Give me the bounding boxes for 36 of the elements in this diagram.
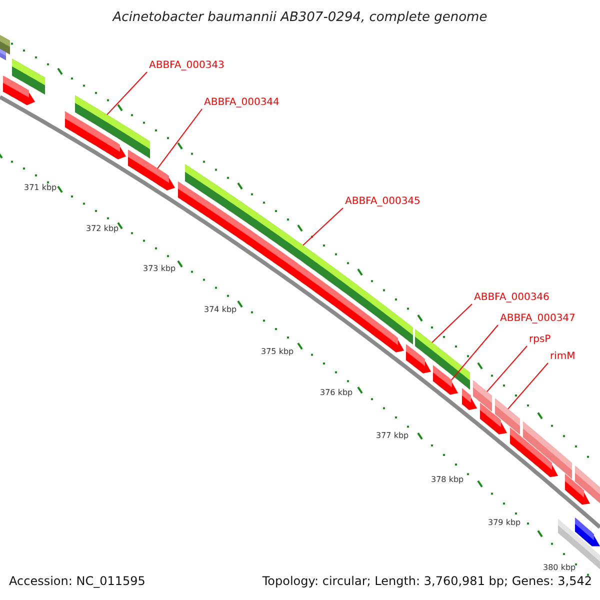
position-label: 371 kbp	[24, 183, 57, 193]
gene-feature	[433, 365, 458, 395]
position-label: 373 kbp	[143, 264, 176, 274]
leader-line	[106, 72, 148, 116]
gene-feature	[75, 95, 150, 159]
position-label: 376 kbp	[320, 388, 353, 398]
leader-line	[302, 208, 344, 246]
position-label: 372 kbp	[86, 224, 119, 234]
gene-label: ABBFA_000346	[474, 292, 550, 304]
gene-label: ABBFA_000347	[500, 313, 576, 325]
position-label: 380 kbp	[543, 563, 576, 573]
leader-line	[157, 108, 202, 169]
gene-label: rimM	[550, 351, 576, 363]
position-label: 375 kbp	[261, 347, 294, 357]
gene-label: rpsP	[529, 334, 551, 346]
gene-feature	[128, 150, 175, 190]
leader-line	[451, 324, 498, 380]
position-label: 377 kbp	[376, 431, 409, 441]
position-label: 378 kbp	[431, 475, 464, 485]
gene-feature	[575, 518, 600, 546]
leader-line	[508, 362, 548, 410]
leader-line	[432, 304, 472, 343]
chart-title: Acinetobacter baumannii AB307-0294, complete genome	[111, 10, 488, 25]
gene-feature	[575, 466, 600, 504]
footer-text: Accession: NC_011595	[9, 574, 146, 588]
gene-label: ABBFA_000343	[149, 60, 224, 72]
position-label: 374 kbp	[204, 305, 237, 315]
leader-line	[486, 346, 528, 392]
gene-label: ABBFA_000344	[204, 97, 280, 109]
position-label: 379 kbp	[488, 518, 521, 528]
gene-feature	[12, 58, 45, 95]
gene-label: ABBFA_000345	[345, 196, 420, 208]
gene-feature	[0, 49, 6, 60]
gene-feature	[523, 421, 572, 479]
gene-feature	[495, 398, 520, 435]
footer-text: Topology: circular; Length: 3,760,981 bp; Genes: 3,542	[262, 574, 592, 588]
